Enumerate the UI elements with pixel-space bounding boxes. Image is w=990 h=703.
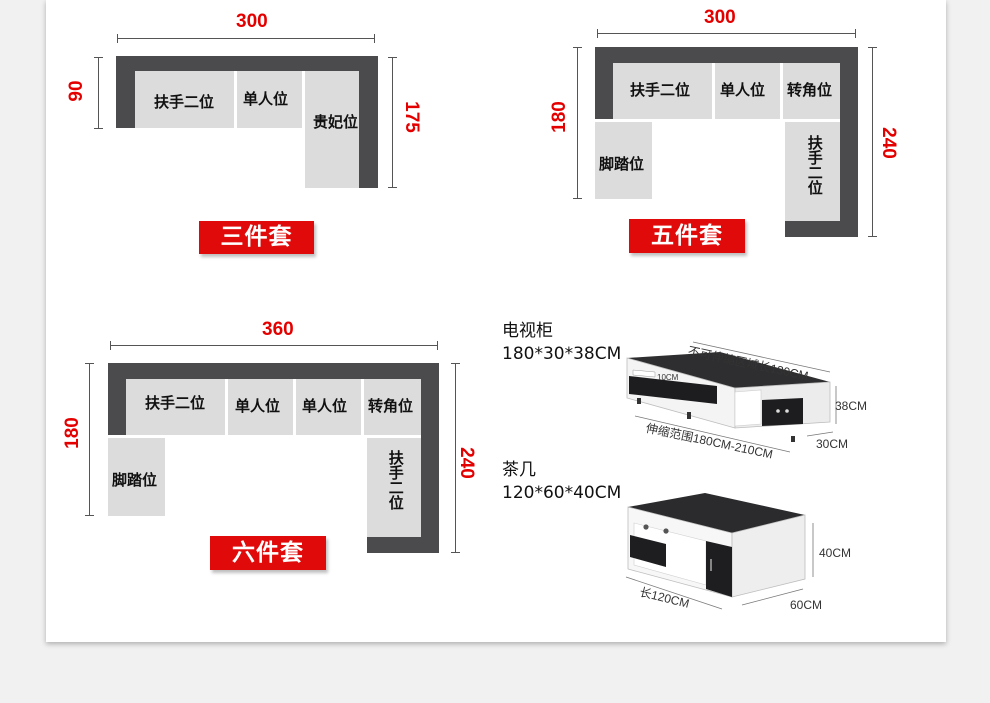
- dimension-line-left: [98, 57, 99, 129]
- seat-label: 扶手二位: [386, 450, 405, 510]
- seat-label: 扶手二位: [154, 93, 215, 111]
- dimension-line-left: [577, 47, 578, 199]
- set-badge: 五件套: [629, 219, 745, 253]
- sofa-armrest: [785, 221, 858, 237]
- dimension-line-right: [392, 57, 393, 188]
- sofa-seat-two-arm: [613, 63, 712, 119]
- seat-label: 单人位: [235, 397, 281, 415]
- dimension-line-left: [89, 363, 90, 516]
- sofa-ottoman: [108, 438, 165, 516]
- seat-label: 扶手二位: [630, 81, 691, 99]
- sofa-seat-two-arm: [126, 379, 225, 435]
- dimension-left-label: 180: [62, 417, 83, 449]
- dimension-tick: [868, 47, 877, 48]
- sofa-seat-chaise: [305, 71, 359, 188]
- set-badge: 六件套: [210, 536, 326, 570]
- sofa-backrest: [595, 47, 858, 63]
- dimension-right-label: 175: [401, 101, 422, 133]
- sofa-seat-single: [715, 63, 780, 119]
- seat-label: 转角位: [787, 81, 833, 99]
- tea-table-height-label: 40CM: [819, 546, 852, 560]
- dimension-tick: [573, 47, 582, 48]
- tea-table-depth-label: 60CM: [790, 598, 823, 612]
- tv-drawer-height-label: 10CM: [657, 373, 679, 382]
- sofa-seat-two-arm: [135, 71, 234, 128]
- tv-height-label: 38CM: [835, 399, 868, 413]
- dimension-tick: [451, 363, 460, 364]
- sofa-ottoman: [595, 122, 652, 199]
- sofa-seat-single: [296, 379, 361, 435]
- dimension-tick: [868, 236, 877, 237]
- sofa-armrest: [840, 47, 858, 237]
- dimension-tick: [117, 34, 118, 43]
- dimension-right-label: 240: [878, 127, 899, 159]
- dimension-top-label: 360: [262, 319, 294, 340]
- dimension-line-right: [872, 47, 873, 237]
- dimension-tick: [374, 34, 375, 43]
- sofa-seat-two-arm-side: [785, 122, 840, 221]
- sofa-seat-two-arm-side: [367, 438, 421, 537]
- sofa-seat-corner: [364, 379, 421, 435]
- sofa-armrest: [367, 537, 439, 553]
- dimension-tick: [85, 363, 94, 364]
- tv-cabinet-illustration: [626, 341, 837, 453]
- seat-label: 脚踏位: [112, 471, 158, 489]
- seat-label: 贵妃位: [313, 113, 359, 131]
- seat-label: 扶手二位: [805, 135, 824, 195]
- dimension-top-label: 300: [704, 7, 736, 28]
- dimension-left-label: 90: [66, 80, 87, 102]
- dimension-line-top: [117, 38, 375, 39]
- tv-cabinet-name: 电视柜: [502, 321, 553, 341]
- dimension-left-label: 180: [549, 101, 570, 133]
- dimension-tick: [597, 29, 598, 38]
- dimension-tick: [573, 198, 582, 199]
- sofa-seat-corner: [783, 63, 840, 119]
- tea-table-name: 茶几: [502, 460, 536, 480]
- dimension-tick: [94, 57, 103, 58]
- dimension-tick: [451, 552, 460, 553]
- sofa-armrest: [108, 363, 126, 435]
- tea-table-illustration: [625, 493, 814, 610]
- seat-label: 单人位: [243, 90, 289, 108]
- dimension-top-label: 300: [236, 11, 268, 32]
- sofa-backrest: [116, 56, 378, 71]
- tv-depth-label: 30CM: [816, 437, 849, 451]
- tea-table-size: 120*60*40CM: [502, 483, 622, 503]
- sofa-armrest: [359, 56, 378, 188]
- tv-cabinet-size: 180*30*38CM: [502, 344, 622, 364]
- seat-label: 单人位: [302, 397, 348, 415]
- set-badge: 三件套: [199, 221, 314, 254]
- dimension-line-top: [597, 33, 856, 34]
- dimension-right-label: 240: [456, 447, 477, 479]
- sofa-armrest: [421, 363, 439, 553]
- dimension-tick: [110, 341, 111, 350]
- seat-label: 扶手二位: [145, 394, 206, 412]
- sofa-armrest: [595, 47, 613, 119]
- seat-label: 脚踏位: [599, 155, 645, 173]
- sofa-backrest: [108, 363, 439, 379]
- dimension-tick: [85, 515, 94, 516]
- dimension-tick: [437, 341, 438, 350]
- dimension-tick: [855, 29, 856, 38]
- dimension-tick: [388, 57, 397, 58]
- sofa-armrest: [116, 56, 135, 128]
- seat-label: 单人位: [720, 81, 766, 99]
- seat-label: 转角位: [368, 397, 414, 415]
- sofa-seat-single: [237, 71, 302, 128]
- dimension-tick: [388, 187, 397, 188]
- dimension-line-top: [110, 345, 438, 346]
- sofa-seat-single: [228, 379, 293, 435]
- dimension-tick: [94, 128, 103, 129]
- dimension-line-right: [455, 363, 456, 553]
